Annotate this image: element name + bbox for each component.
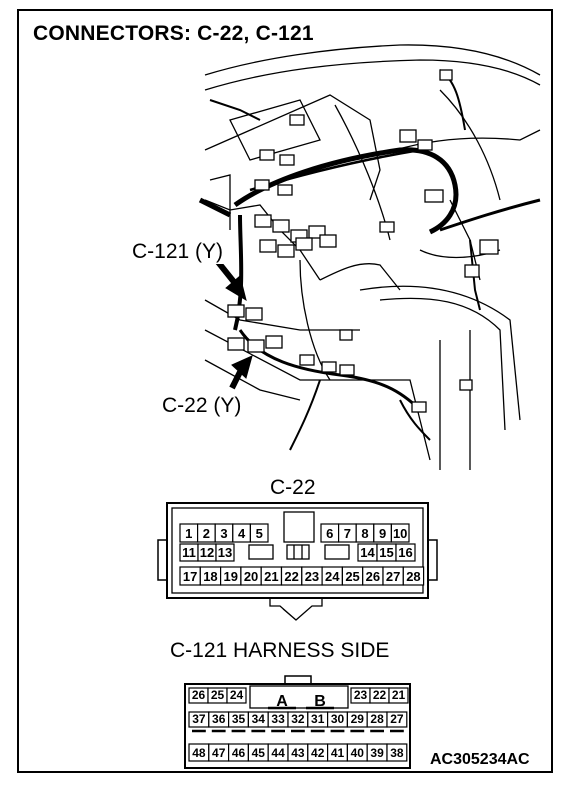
c121-pin-label: 29 xyxy=(351,712,365,726)
c22-pin-label: 25 xyxy=(345,569,359,584)
c121-pin-label: 48 xyxy=(192,746,206,760)
harness-connectors xyxy=(227,69,499,413)
c121-pin-label: 21 xyxy=(392,688,406,702)
c22-pin-label: 1 xyxy=(185,526,192,541)
main-harness xyxy=(198,69,541,451)
c121-pin-label: 46 xyxy=(232,746,246,760)
pin-cell xyxy=(386,711,408,728)
c121-key-a: A xyxy=(276,693,288,710)
c22-pin-label: 8 xyxy=(361,526,368,541)
c22-pin-label: 24 xyxy=(325,569,340,584)
c22-pin-label: 13 xyxy=(218,545,232,560)
c121-pin-label: 31 xyxy=(311,712,325,726)
dashboard-outline xyxy=(204,44,541,470)
pin-cell xyxy=(386,743,408,762)
c22-pin-label: 28 xyxy=(406,569,420,584)
c22-pin-label: 21 xyxy=(264,569,278,584)
c22-pin-label: 6 xyxy=(326,526,333,541)
c121-pin-label: 38 xyxy=(390,746,404,760)
c121-connector-label: C-121 HARNESS SIDE xyxy=(168,639,392,663)
c22-pin-label: 10 xyxy=(393,526,407,541)
c121-pin-label: 27 xyxy=(390,712,404,726)
pin-cell xyxy=(249,523,269,543)
pin-cell xyxy=(402,566,425,586)
c22-pin-label: 27 xyxy=(386,569,400,584)
c22-pin-label: 26 xyxy=(366,569,380,584)
c22-pin-label: 7 xyxy=(344,526,351,541)
c22-pin-label: 14 xyxy=(360,545,375,560)
c121-pin-label: 36 xyxy=(212,712,226,726)
c121-pin-label: 47 xyxy=(212,746,226,760)
c121-pin-label: 44 xyxy=(271,746,285,760)
c22-pin-label: 12 xyxy=(200,545,214,560)
c121-pin-label: 35 xyxy=(232,712,246,726)
c22-pin-label: 16 xyxy=(398,545,412,560)
c121-pin-label: 22 xyxy=(373,688,387,702)
c22-connector-body xyxy=(157,502,438,621)
c121-pin-grid: 26 25 24 23 22 21 37 36 35 34 33 32 31 30 29 28 27 48 47 46… xyxy=(188,687,409,762)
c22-pin-label: 19 xyxy=(224,569,238,584)
c121-pin-label: 41 xyxy=(331,746,345,760)
pin-cell xyxy=(215,543,235,562)
c121-pin-label: 32 xyxy=(291,712,305,726)
c121-pin-label: 33 xyxy=(271,712,285,726)
c22-pin-label: 5 xyxy=(256,526,263,541)
c22-pin-label: 3 xyxy=(220,526,227,541)
c22-pin-label: 17 xyxy=(183,569,197,584)
c121-pin-label: 34 xyxy=(252,712,266,726)
reference-code: AC305234AC xyxy=(430,751,530,768)
c22-callout-label: C-22 (Y) xyxy=(160,394,244,418)
c121-pin-label: 28 xyxy=(370,712,384,726)
c22-pin-label: 22 xyxy=(284,569,298,584)
c121-pin-label: 24 xyxy=(230,688,244,702)
pin-cell xyxy=(388,687,409,704)
c121-key-b: B xyxy=(314,693,326,710)
c121-connector-body xyxy=(184,675,411,769)
c121-pin-label: 45 xyxy=(252,746,266,760)
c121-pin-label: 25 xyxy=(211,688,225,702)
c22-pin-label: 2 xyxy=(203,526,210,541)
c22-pin-label: 18 xyxy=(203,569,217,584)
c22-pin-label: 15 xyxy=(379,545,393,560)
c121-pin-label: 30 xyxy=(331,712,345,726)
c22-pin-label: 4 xyxy=(238,526,246,541)
c121-pin-label: 26 xyxy=(192,688,206,702)
c121-pin-label: 39 xyxy=(370,746,384,760)
c22-pin-label: 20 xyxy=(244,569,258,584)
pin-cell xyxy=(395,543,416,562)
callout-arrows xyxy=(215,260,253,390)
c22-pin-label: 9 xyxy=(379,526,386,541)
page-title: CONNECTORS: C-22, C-121 xyxy=(30,22,317,46)
c121-pin-label: 37 xyxy=(192,712,206,726)
c121-callout-label: C-121 (Y) xyxy=(130,240,226,264)
c22-pin-label: 11 xyxy=(182,545,196,560)
c121-pin-label: 23 xyxy=(354,688,368,702)
pin-cell xyxy=(390,523,410,543)
c121-pin-label: 42 xyxy=(311,746,325,760)
c22-pin-label: 23 xyxy=(305,569,319,584)
c121-pin-label: 43 xyxy=(291,746,305,760)
c121-pin-label: 40 xyxy=(351,746,365,760)
pin-cell xyxy=(226,687,247,704)
diagram-frame xyxy=(17,9,553,773)
c22-connector-label: C-22 xyxy=(268,476,318,500)
